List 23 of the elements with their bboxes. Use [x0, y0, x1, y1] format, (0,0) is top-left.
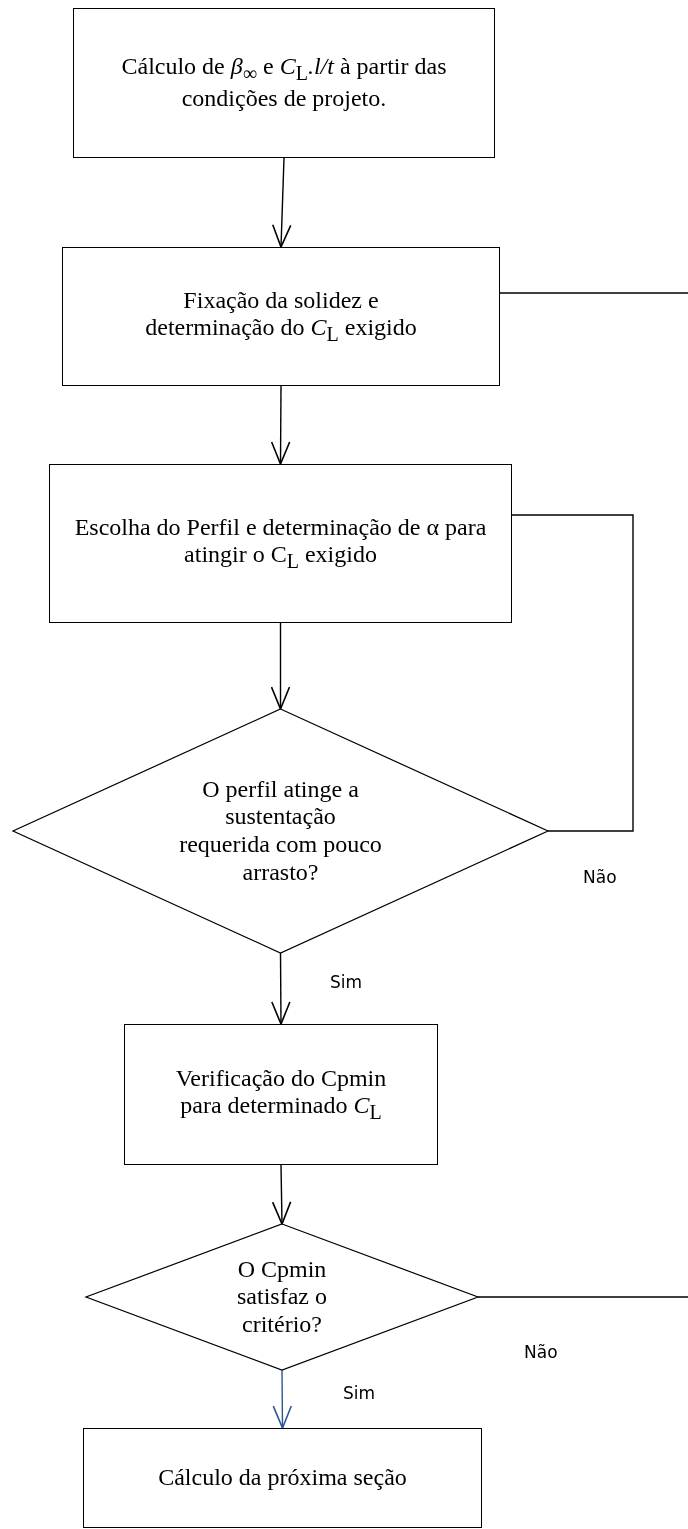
decision-diamond — [86, 1224, 478, 1370]
decision-text: O Cpmin satisfaz o critério? — [236, 1255, 328, 1339]
arrow — [271, 952, 291, 1025]
connector-line — [499, 292, 688, 294]
decision-text: O perfil atinge a sustentação requerida com pouco arrasto? — [178, 775, 383, 887]
process-box — [62, 247, 500, 386]
step-text: Cálculo da próxima seção — [158, 1464, 407, 1492]
decision-diamond — [13, 709, 548, 953]
arrow — [270, 385, 291, 465]
arrow — [272, 1369, 293, 1429]
process-box — [124, 1024, 438, 1165]
connector-line — [511, 514, 634, 832]
arrow — [271, 157, 292, 248]
process-box — [83, 1428, 482, 1528]
step-text: Verificação do Cpmin para determinado C$_{L}$ — [174, 1064, 388, 1125]
step-text: Fixação da solidez e determinação do C$_{L}$ exigido — [144, 286, 418, 347]
arrow — [271, 1164, 292, 1225]
process-box — [73, 8, 495, 158]
process-box — [49, 464, 512, 623]
arrow — [270, 622, 291, 710]
connector-line — [477, 1296, 688, 1298]
step-text: Cálculo de β$_{∞}$ e C$_{L}$.l/t à partir das condições de projeto. — [120, 53, 448, 113]
step-text: Escolha do Perfil e determinação de α para atingir o C$_{L}$ exigido — [73, 513, 488, 574]
